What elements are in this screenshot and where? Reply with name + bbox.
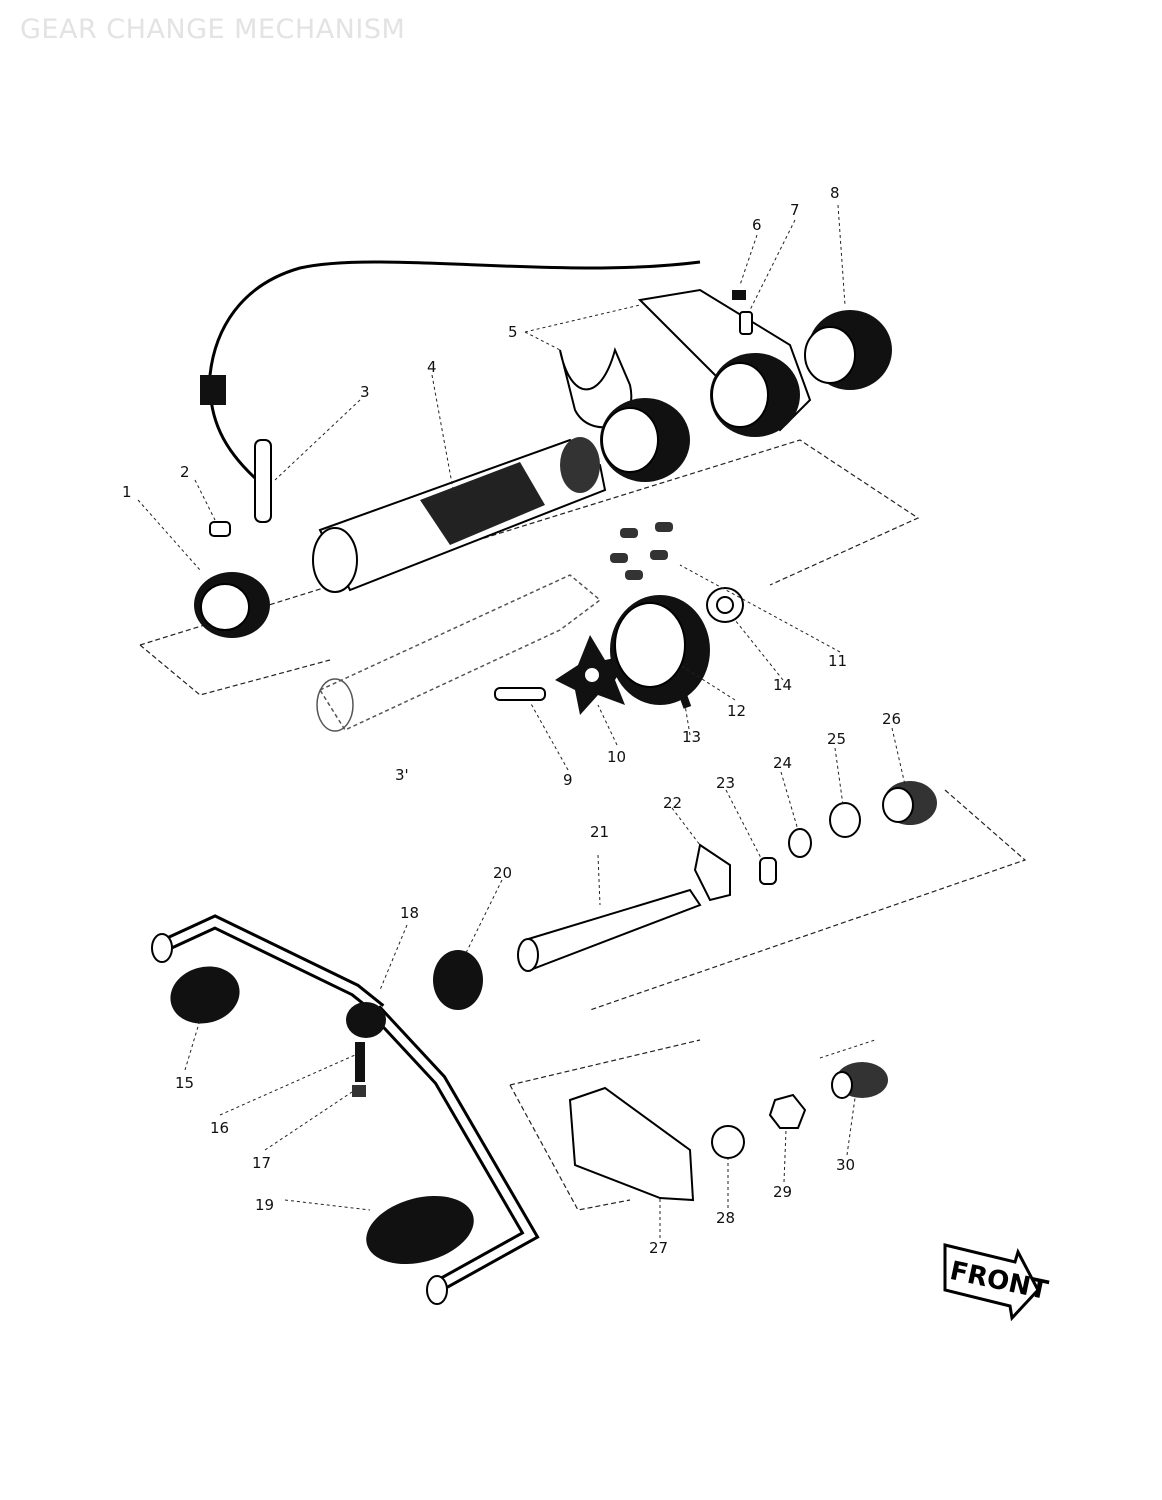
assembly-frame-lower — [509, 1039, 701, 1211]
leader-lines — [137, 204, 906, 1238]
callout-29: 29 — [773, 1183, 792, 1201]
part-16-bolt — [355, 1042, 365, 1082]
callout-18: 18 — [400, 904, 419, 922]
callout-26: 26 — [882, 710, 901, 728]
callout-25: 25 — [827, 730, 846, 748]
part-6-clip — [732, 290, 746, 300]
callout-6: 6 — [752, 216, 762, 234]
part-8-bushing — [804, 310, 892, 390]
callout-7: 7 — [790, 201, 800, 219]
callout-27: 27 — [649, 1239, 668, 1257]
callout-1: 1 — [122, 483, 132, 501]
callout-16: 16 — [210, 1119, 229, 1137]
callout-5: 5 — [508, 323, 518, 341]
part-28-circlip — [711, 1125, 745, 1159]
assembly-frame-middle — [589, 789, 1027, 1011]
front-arrow: FRONT — [943, 1243, 1051, 1322]
part-29-nut — [768, 1093, 807, 1129]
callout-21: 21 — [590, 823, 609, 841]
callout-4: 4 — [427, 358, 437, 376]
part-23-spring — [759, 857, 777, 885]
callout-30: 30 — [836, 1156, 855, 1174]
callout-19: 19 — [255, 1196, 274, 1214]
callout-17: 17 — [252, 1154, 271, 1172]
part-12-drum-plate — [610, 595, 710, 705]
callout-14: 14 — [773, 676, 792, 694]
part-2-screw — [209, 521, 231, 537]
callout-8: 8 — [830, 184, 840, 202]
part-10-pin-plate — [555, 635, 630, 715]
callout-15: 15 — [175, 1074, 194, 1092]
callout-22: 22 — [663, 794, 682, 812]
callout-labels: 1 2 3 3' 4 5 6 7 8 9 10 11 12 13 14 15 1… — [122, 184, 901, 1257]
callout-23: 23 — [716, 774, 735, 792]
part-5-shift-forks — [559, 288, 812, 482]
part-21-shift-shaft — [517, 888, 702, 972]
callout-28: 28 — [716, 1209, 735, 1227]
callout-9: 9 — [563, 771, 573, 789]
part-15-pedal-rubber — [170, 966, 240, 1024]
callout-24: 24 — [773, 754, 792, 772]
part-17-nut — [352, 1085, 366, 1097]
callout-12: 12 — [727, 702, 746, 720]
part-3-prime-drum-outline — [316, 574, 602, 732]
part-22-shift-arm — [693, 843, 731, 902]
page-title: GEAR CHANGE MECHANISM — [20, 14, 406, 45]
part-14-washer — [706, 587, 744, 623]
part-13-screw — [676, 687, 692, 709]
callout-20: 20 — [493, 864, 512, 882]
part-4-shift-drum — [312, 437, 607, 593]
part-26-bush — [882, 781, 937, 825]
callout-11: 11 — [828, 652, 847, 670]
part-7-guide-pin — [739, 311, 753, 335]
part-11-pins — [610, 522, 673, 580]
callout-13: 13 — [682, 728, 701, 746]
part-24-washer — [788, 828, 812, 858]
part-30-bush — [831, 1062, 888, 1099]
part-1-seal — [194, 572, 270, 638]
callout-3: 3 — [360, 383, 370, 401]
part-9-bolt — [494, 687, 546, 701]
part-27-bracket — [568, 1086, 695, 1202]
part-20-oil-seal — [433, 950, 483, 1010]
callout-2: 2 — [180, 463, 190, 481]
callout-3-prime: 3' — [395, 766, 409, 784]
part-19-pedal-rubber — [366, 1195, 474, 1265]
callout-10: 10 — [607, 748, 626, 766]
part-18-gear-change-pedal — [151, 914, 540, 1305]
part-3-neutral-switch-cable — [200, 260, 701, 523]
part-25-nut — [829, 802, 861, 838]
